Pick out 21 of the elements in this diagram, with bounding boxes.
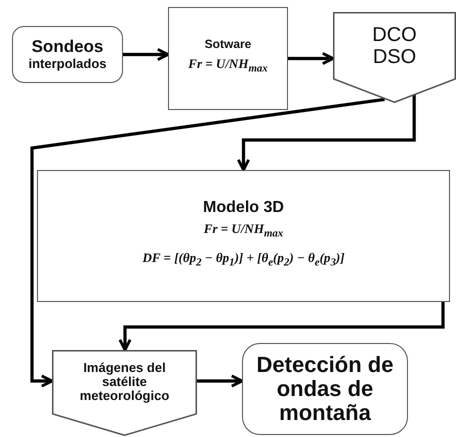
terminal-box [242,343,408,435]
arrow [118,302,445,352]
box-label: interpolados [28,56,106,71]
formula: Fr = U/NH$_{max}$ [204,221,284,240]
process-box [37,170,450,302]
box-heading: Sondeos [32,38,104,57]
arrow [30,98,385,388]
terminal-box [12,26,123,83]
arrow [123,48,170,62]
box-label: Detección de ondas de montaña [256,352,394,426]
arrow [288,52,334,66]
offpage-connector-shape [333,12,456,103]
box-heading: Sotware [204,38,252,51]
offpage-connector-shape [52,350,197,436]
process-box [168,7,288,110]
box-label: DCO DSO [371,24,418,68]
arrow [197,374,244,388]
formula: DF = [(θp$_{2}$ − θp$_{1}$)] + [θ$_{e}$(p$_{2}$) − θ$_{e}$(p$_{3}$)] [142,250,345,268]
box-label: Imágenes del satélite meteorológico [78,360,170,404]
formula: Fr = U/NH$_{max}$ [188,56,268,74]
box-heading: Modelo 3D [203,198,284,216]
